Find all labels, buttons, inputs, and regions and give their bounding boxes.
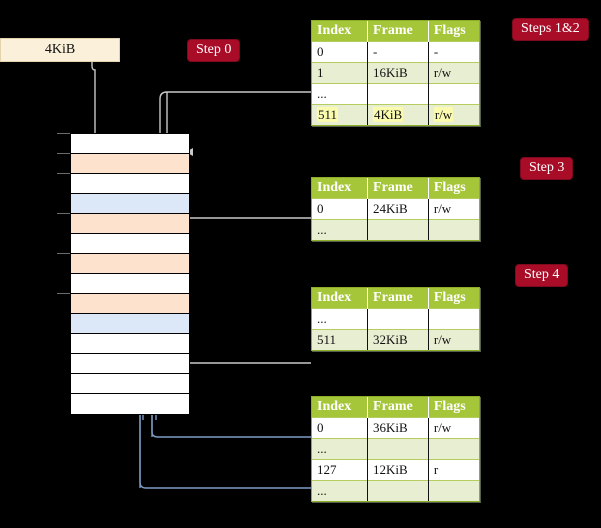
page-table-row[interactable]: ... (312, 438, 479, 460)
highlighted-value: 4KiB (373, 107, 404, 122)
memory-tick-mark (57, 153, 70, 154)
cell-frame (367, 83, 429, 105)
cell-index: 511 (312, 329, 369, 350)
cell-index: ... (312, 83, 369, 105)
cell-flags: r/w (428, 417, 479, 439)
cell-flags (428, 219, 479, 240)
page-table-row[interactable]: ... (312, 308, 479, 330)
column-header-frame: Frame (367, 288, 429, 309)
page-table-row[interactable]: ... (312, 219, 479, 240)
cell-flags: r (428, 459, 479, 481)
column-header-index: Index (312, 397, 369, 418)
cell-frame (367, 438, 429, 460)
cell-index: ... (312, 308, 369, 330)
memory-frame-row (71, 234, 189, 254)
cell-frame: - (367, 41, 429, 63)
memory-frame-row (71, 294, 189, 314)
cell-frame: 24KiB (367, 198, 429, 220)
cell-frame: 32KiB (367, 329, 429, 350)
memory-frame-row (71, 314, 189, 334)
memory-frame-row (71, 274, 189, 294)
memory-frame-row (71, 194, 189, 214)
column-header-index: Index (312, 288, 369, 309)
column-header-flags: Flags (428, 178, 479, 199)
memory-tick-mark (57, 213, 70, 214)
memory-frame-row (71, 214, 189, 234)
cell-frame (367, 480, 429, 501)
cell-frame: 16KiB (367, 62, 429, 84)
physical-memory-column (70, 133, 190, 415)
memory-frame-row (71, 374, 189, 394)
cell-flags: r/w (428, 104, 479, 125)
memory-frame-row (71, 154, 189, 174)
cell-frame (367, 219, 429, 240)
memory-tick-mark (57, 293, 70, 294)
step-badge-step0: Step 0 (188, 40, 240, 61)
memory-tick-mark (57, 253, 70, 254)
memory-frame-row (71, 134, 189, 154)
memory-frame-row (71, 334, 189, 354)
cell-flags (428, 438, 479, 460)
column-header-flags: Flags (428, 288, 479, 309)
cell-flags (428, 480, 479, 501)
memory-frame-row (71, 394, 189, 414)
column-header-frame: Frame (367, 178, 429, 199)
cell-index: 0 (312, 417, 369, 439)
highlighted-value: r/w (433, 107, 454, 122)
cell-index: 0 (312, 198, 369, 220)
cell-frame: 4KiB (367, 104, 429, 125)
page-table-row[interactable]: 511 4KiB r/w (312, 104, 479, 125)
cell-index: ... (312, 480, 369, 501)
cell-frame: 12KiB (367, 459, 429, 481)
cell-flags (428, 83, 479, 105)
cell-index: ... (312, 219, 369, 240)
page-table-row[interactable]: 0-- (312, 41, 479, 63)
cell-flags: - (428, 41, 479, 63)
column-header-frame: Frame (367, 21, 429, 42)
cell-frame: 36KiB (367, 417, 429, 439)
virtual-address-box: 4KiB (0, 38, 120, 62)
column-header-index: Index (312, 178, 369, 199)
column-header-index: Index (312, 21, 369, 42)
step-badge-step3: Step 3 (521, 158, 573, 179)
virtual-address-label: 4KiB (44, 42, 76, 57)
cell-index: 1 (312, 62, 369, 84)
highlighted-value: 511 (317, 107, 339, 122)
step-badge-step4: Step 4 (516, 265, 568, 286)
memory-frame-row (71, 354, 189, 374)
memory-frame-row (71, 174, 189, 194)
memory-tick-mark (57, 133, 70, 134)
cell-flags (428, 308, 479, 330)
column-header-frame: Frame (367, 397, 429, 418)
column-header-flags: Flags (428, 397, 479, 418)
cell-index: 511 (312, 104, 369, 125)
cell-frame (367, 308, 429, 330)
memory-tick-mark (57, 173, 70, 174)
cell-flags: r/w (428, 62, 479, 84)
cell-flags: r/w (428, 329, 479, 350)
cell-flags: r/w (428, 198, 479, 220)
column-header-flags: Flags (428, 21, 479, 42)
cell-index: 127 (312, 459, 369, 481)
page-table-row[interactable]: ... (312, 83, 479, 105)
cell-index: 0 (312, 41, 369, 63)
step-badge-step12: Steps 1&2 (513, 19, 588, 40)
page-table-row[interactable]: ... (312, 480, 479, 501)
cell-index: ... (312, 438, 369, 460)
memory-frame-row (71, 254, 189, 274)
